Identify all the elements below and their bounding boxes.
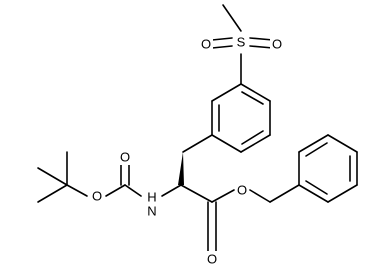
atom-sulfur: S bbox=[237, 35, 246, 50]
bond-s-o-left-b bbox=[211, 45, 233, 49]
bond-n-cboc bbox=[124, 184, 142, 197]
bond-ring-b-5 bbox=[327, 184, 358, 203]
bond-ring-b-inner-1 bbox=[305, 142, 328, 157]
bond-cboc-oether bbox=[105, 184, 126, 197]
bond-ch2-ring bbox=[182, 134, 213, 153]
bond-ring-b-inner-3 bbox=[305, 180, 328, 195]
atom-amine-hydrogen: H bbox=[147, 190, 156, 205]
bond-oether-ch2 bbox=[249, 189, 271, 203]
bond-methyl-s bbox=[222, 4, 242, 32]
atom-oxygen-ester-ether: O bbox=[237, 183, 247, 198]
atom-label-layer: S O O H N O O O O bbox=[90, 34, 284, 267]
bond-cester-oether bbox=[211, 189, 235, 203]
bond-s-o-left-a bbox=[211, 37, 233, 41]
bond-calpha-n bbox=[161, 184, 182, 197]
bond-s-o-right-b bbox=[249, 45, 274, 49]
bond-ring-a-6 bbox=[211, 83, 242, 102]
atom-oxygen-boc-carbonyl: O bbox=[120, 150, 130, 165]
bond-wedge-stereo bbox=[178, 152, 184, 185]
atom-oxygen-sulfonyl-right: O bbox=[272, 37, 282, 52]
bond-oether-ctbu bbox=[66, 184, 88, 197]
bond-ring-a-3 bbox=[240, 134, 271, 153]
bond-ring-a-1 bbox=[240, 83, 271, 102]
bond-ring-a-inner-1 bbox=[241, 91, 264, 105]
bond-ch2-phenyl bbox=[269, 184, 300, 203]
atom-oxygen-ester-carbonyl: O bbox=[207, 252, 217, 267]
bond-ring-a-4 bbox=[211, 134, 242, 153]
atom-oxygen-boc-ether: O bbox=[92, 189, 102, 204]
bond-calpha-cester bbox=[180, 184, 213, 203]
bond-s-o-right-a bbox=[249, 37, 274, 41]
bond-layer bbox=[37, 4, 358, 253]
bond-ring-a-inner-2 bbox=[241, 130, 264, 145]
bond-ring-b-6 bbox=[298, 184, 329, 203]
atom-oxygen-sulfonyl-left: O bbox=[201, 37, 211, 52]
atom-nitrogen: N bbox=[147, 204, 156, 219]
bond-tbu-me3 bbox=[37, 184, 68, 203]
bond-ring-b-3 bbox=[327, 134, 358, 153]
bond-ring-b-2 bbox=[298, 134, 329, 153]
bond-tbu-me2 bbox=[37, 167, 68, 186]
